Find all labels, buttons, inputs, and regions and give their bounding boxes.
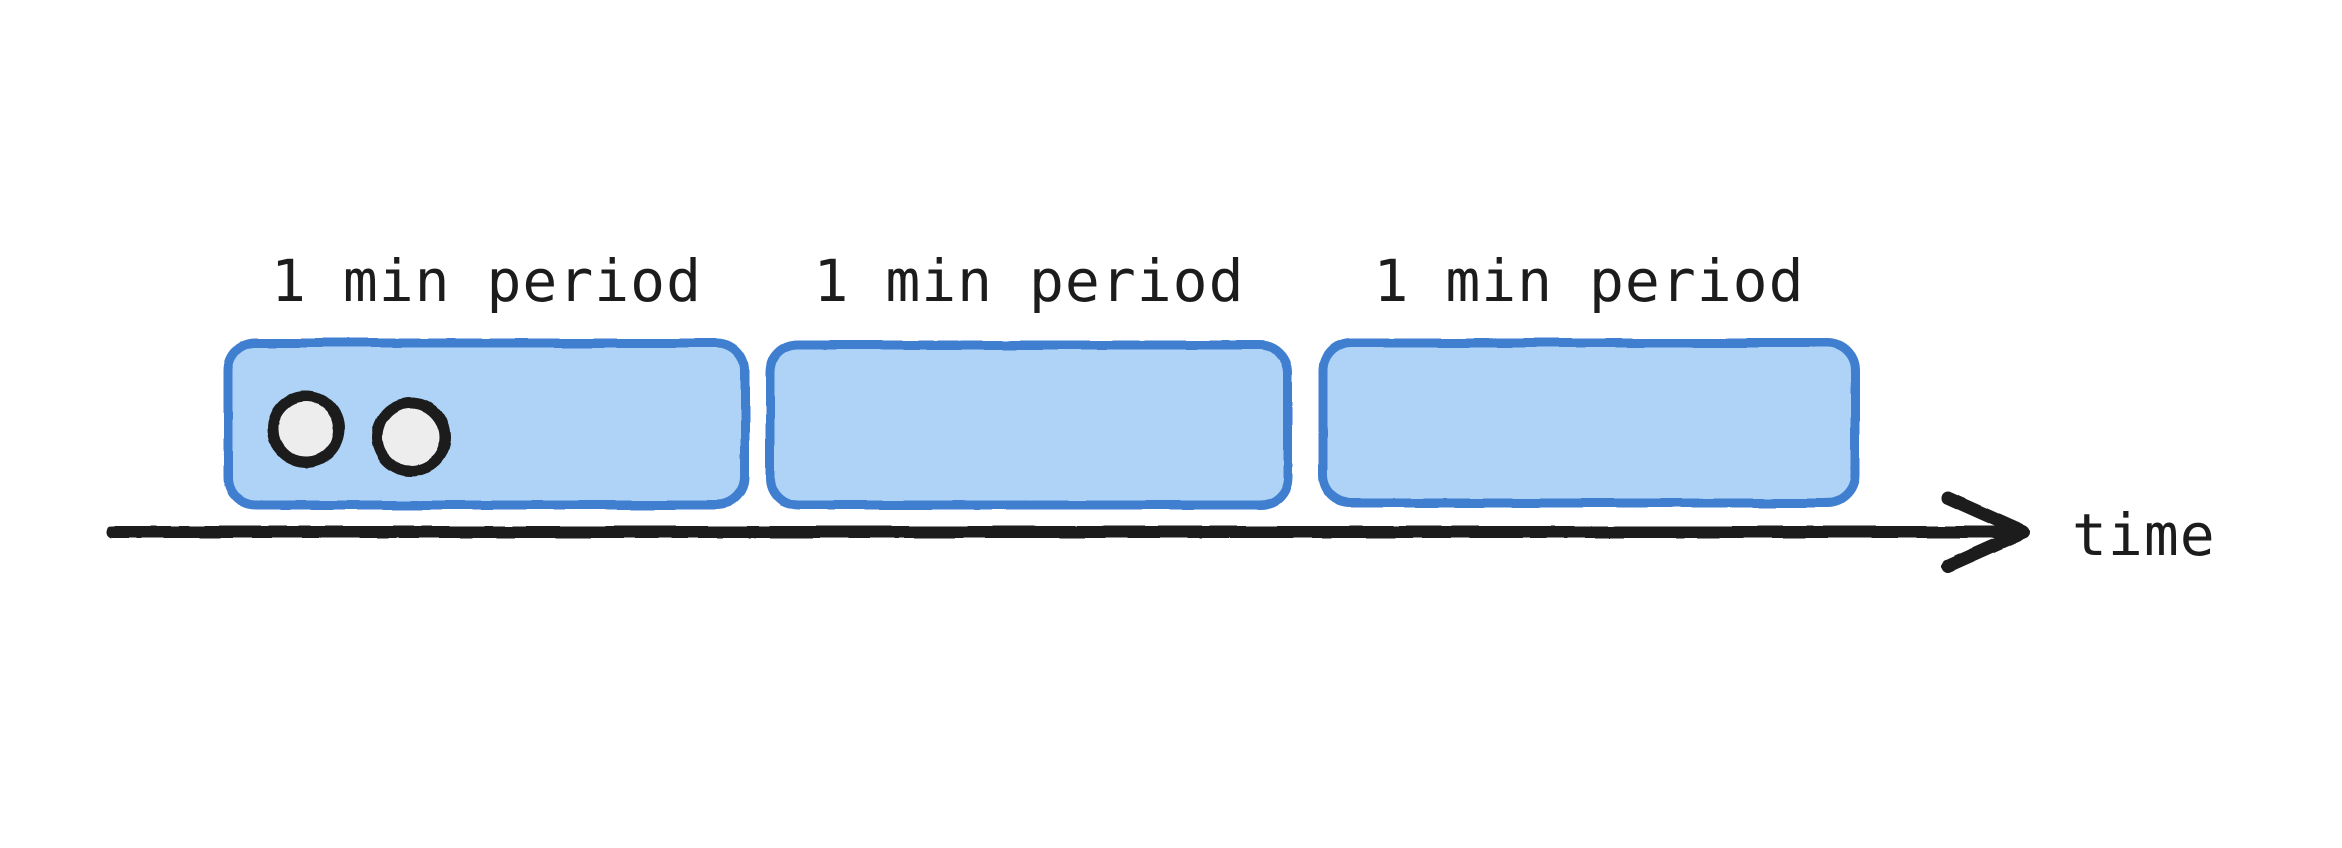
period-label-2: 1 min period [813, 247, 1245, 315]
time-axis[interactable] [106, 491, 2031, 573]
period-box-1-shape [223, 338, 750, 510]
arrow-right-icon [1941, 491, 2031, 573]
period-box-hit-3[interactable] [1319, 339, 1859, 509]
event-dot-2-shape [371, 397, 451, 477]
period-box-hit-2[interactable] [766, 339, 1292, 509]
event-dot-1[interactable] [267, 390, 345, 468]
period-box-3-shape [1318, 338, 1860, 508]
period-box-2-shape [765, 340, 1293, 510]
time-axis-label: time [2072, 501, 2216, 569]
period-label-3: 1 min period [1373, 247, 1805, 315]
event-dot-hit-2[interactable] [370, 396, 452, 478]
period-box-1[interactable] [223, 338, 750, 510]
event-dot-2[interactable] [371, 397, 451, 477]
period-label-1: 1 min period [270, 247, 703, 315]
time-axis-hit[interactable] [100, 500, 2040, 566]
event-dot-1-shape [267, 390, 345, 468]
period-box-3[interactable] [1318, 338, 1860, 508]
event-dot-hit-1[interactable] [266, 389, 346, 469]
period-box-2[interactable] [765, 340, 1293, 510]
